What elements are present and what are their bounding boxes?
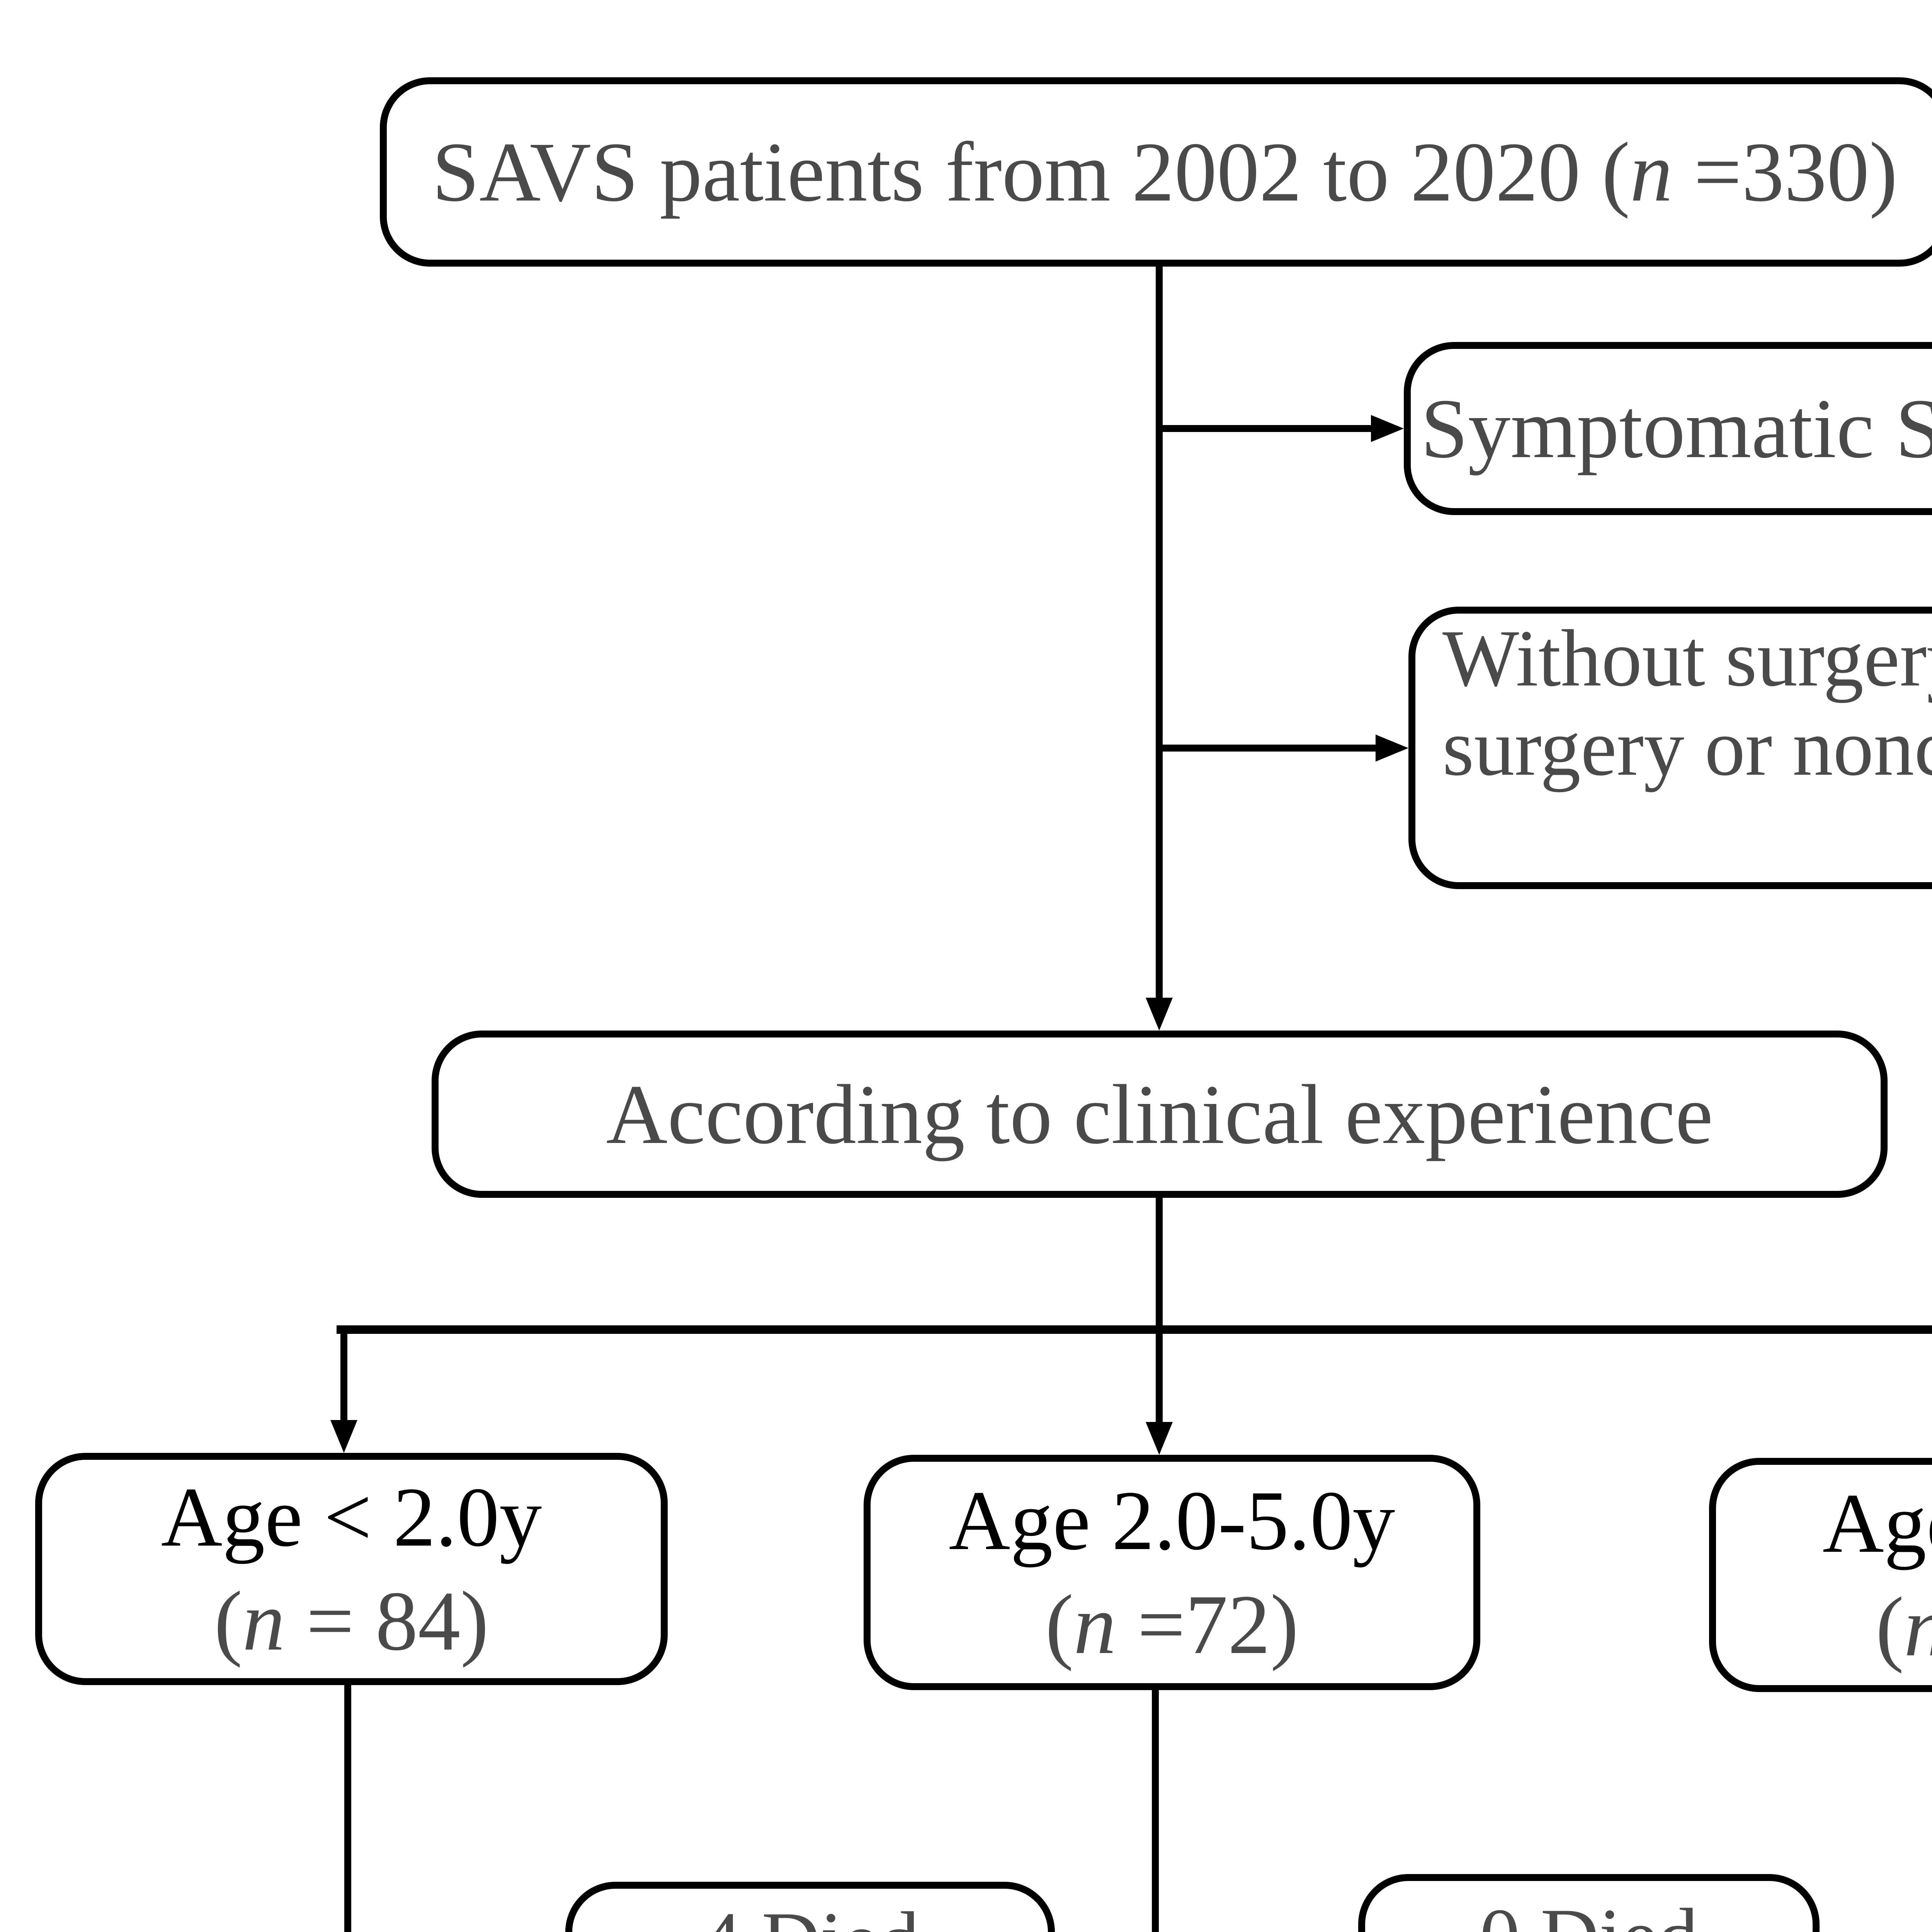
arrowhead-into-group-2to5 — [1146, 1422, 1173, 1455]
excluded-no-surgery-count: (n = 39) — [1442, 793, 1932, 882]
criteria-label: According to clinical experience — [606, 1067, 1713, 1162]
box-excluded-no-surgery: Without surgery, with secondary surgery … — [1408, 607, 1932, 889]
box-group-age-gt5: Age > 5.0y (n = 92) — [1709, 1458, 1932, 1692]
group-age-lt2-title: Age < 2.0y — [161, 1470, 542, 1565]
group-age-gt5-count: (n = 92) — [1876, 1580, 1932, 1674]
box-excluded-symptomatic: Symptomatic SVAS patients (n = 43) — [1404, 342, 1932, 515]
box-criteria: According to clinical experience — [432, 1031, 1888, 1198]
box-group-age-lt2: Age < 2.0y (n = 84) — [35, 1453, 668, 1685]
group-age-lt2-count: (n = 84) — [214, 1573, 489, 1668]
connector-criteria-to-split — [1156, 1198, 1163, 1330]
connector-branch-symptomatic — [1159, 425, 1371, 432]
group-age-2to5-count: (n =72) — [1045, 1577, 1299, 1672]
box-dropout-2to5: 0 Died 8 Refuse — [1358, 1874, 1820, 1932]
excluded-no-surgery-line1: Without surgery, with secondary — [1442, 614, 1932, 703]
connector-group-2to5-to-final — [1152, 1690, 1159, 1932]
excluded-symptomatic-label: Symptomatic SVAS patients (n = 43) — [1420, 381, 1932, 476]
group-age-gt5-title: Age > 5.0y — [1822, 1476, 1932, 1570]
source-label: SAVS patients from 2002 to 2020 (n =330) — [432, 125, 1898, 219]
box-source: SAVS patients from 2002 to 2020 (n =330) — [380, 77, 1932, 267]
box-dropout-lt2: 4 Died 9 Refused — [565, 1882, 1055, 1932]
connector-split-to-group-2to5 — [1156, 1330, 1163, 1422]
connector-source-to-criteria — [1156, 267, 1163, 998]
dropout-2to5-died: 0 Died — [1365, 1888, 1813, 1932]
arrowhead-into-criteria — [1146, 998, 1173, 1031]
connector-split-to-group-lt2 — [340, 1330, 347, 1420]
dropout-lt2-died: 4 Died — [572, 1892, 1048, 1932]
connector-branch-no-surgery — [1159, 745, 1376, 752]
connector-group-lt2-to-final — [344, 1685, 351, 1932]
box-group-age-2to5: Age 2.0-5.0y (n =72) — [864, 1455, 1480, 1690]
group-age-2to5-title: Age 2.0-5.0y — [949, 1473, 1395, 1568]
excluded-no-surgery-line2: surgery or noncongenital SVAS — [1442, 703, 1932, 793]
arrowhead-into-symptomatic — [1371, 415, 1404, 442]
arrowhead-into-group-lt2 — [330, 1420, 357, 1453]
connector-split-horizontal — [337, 1325, 1932, 1334]
arrowhead-into-no-surgery — [1376, 735, 1408, 762]
